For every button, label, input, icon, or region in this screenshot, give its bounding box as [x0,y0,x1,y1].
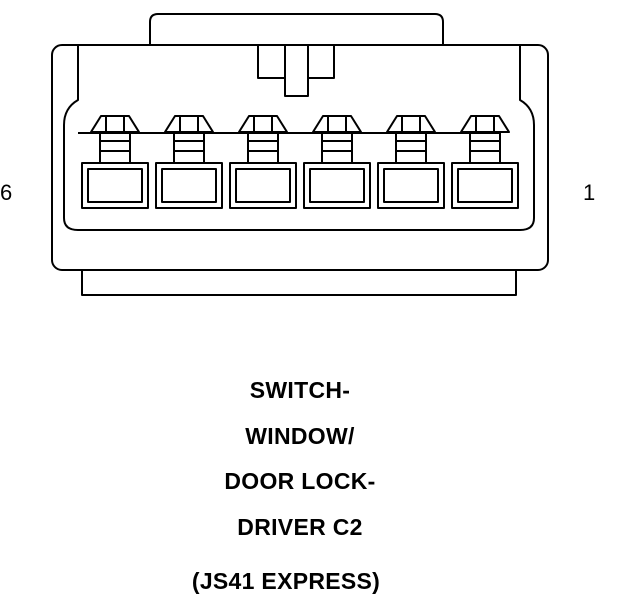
locking-tab [257,45,335,97]
cavity-inner [235,168,291,203]
pin-label-1: 1 [583,180,596,205]
terminal-cavity [229,115,297,209]
connector-top-cap [149,13,444,45]
terminal-cavity [155,115,223,209]
caption-line: DRIVER C2 [237,514,363,540]
cavity-inner [383,168,439,203]
terminal-stem [395,131,427,164]
terminal-head [90,115,140,133]
pin-label-6: 6 [0,180,13,205]
cavity-inner [457,168,513,203]
cavity-inner [309,168,365,203]
terminal-head [238,115,288,133]
caption-line: DOOR LOCK- [224,468,376,494]
terminal-stem [99,131,131,164]
terminal-stem [469,131,501,164]
caption-line: WINDOW/ [245,423,355,449]
terminal-head [460,115,510,133]
terminal-cavity [81,115,149,209]
terminal-stem [173,131,205,164]
caption-variant: (JS41 EXPRESS) [191,568,381,594]
connector-outer-housing [51,44,549,271]
cavity-inner [161,168,217,203]
caption-line: SWITCH- [249,377,351,403]
connector-diagram [51,13,549,296]
terminal-cavity [451,115,519,209]
terminal-cavity [303,115,371,209]
cavity-inner [87,168,143,203]
terminal-stem [247,131,279,164]
terminal-head [386,115,436,133]
connector-bottom-tab [81,270,517,296]
terminal-stem [321,131,353,164]
terminal-head [164,115,214,133]
connector-inner-housing [63,45,535,231]
terminal-head [312,115,362,133]
terminal-cavity [377,115,445,209]
